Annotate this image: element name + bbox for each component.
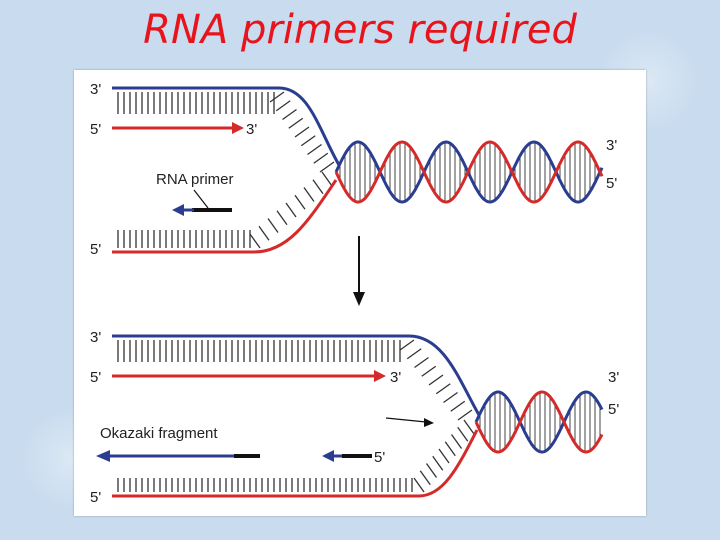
base-pair-rung: [258, 225, 270, 241]
bottom-3prime-right: 3': [608, 369, 619, 386]
base-pair-rung: [312, 179, 324, 195]
base-pair-rung: [321, 171, 333, 187]
fork-pointer-arrowhead: [424, 418, 434, 427]
base-pair-rung: [275, 100, 291, 112]
bottom-panel: [96, 334, 604, 498]
bottom-red-template-strand: [112, 429, 479, 498]
okazaki-arrowhead: [96, 450, 110, 462]
base-pair-rung: [413, 477, 425, 493]
top-3prime-left: 3': [90, 81, 101, 98]
base-pair-rung: [457, 426, 469, 442]
base-pair-rung: [288, 117, 304, 129]
top-template-rungs: [117, 91, 335, 249]
base-pair-rung: [319, 161, 335, 173]
top-panel: [112, 86, 604, 254]
helix-red-strand: [334, 140, 604, 204]
base-pair-rung: [444, 441, 456, 457]
fork-pointer-arrow: [385, 417, 427, 423]
new-fragment-arrowhead: [322, 450, 334, 462]
helix-red-strand: [474, 390, 604, 454]
bottom-3prime-left: 3': [90, 329, 101, 346]
base-pair-rung: [463, 419, 475, 435]
base-pair-rung: [421, 365, 437, 377]
base-pair-rung: [267, 218, 279, 233]
base-pair-rung: [438, 448, 450, 464]
bottom-5prime-left: 5': [90, 489, 101, 506]
bottom-5prime-right: 5': [608, 401, 619, 418]
base-pair-rung: [269, 91, 285, 103]
top-leading-arrowhead: [232, 122, 244, 134]
base-pair-rung: [428, 374, 444, 386]
base-pair-rung: [435, 383, 451, 395]
base-pair-rung: [419, 470, 431, 486]
base-pair-rung: [414, 356, 429, 369]
base-pair-rung: [276, 210, 288, 226]
base-pair-rung: [313, 152, 329, 164]
top-blue-template-strand: [112, 86, 341, 166]
okazaki-fragment-label: Okazaki fragment: [100, 425, 218, 442]
base-pair-rung: [249, 233, 261, 249]
base-pair-rung: [432, 455, 444, 471]
bottom-5prime-fragment: 5': [374, 449, 385, 466]
bottom-leading-arrowhead: [374, 370, 386, 382]
base-pair-rung: [457, 409, 473, 421]
slide-title: RNA primers required: [143, 7, 577, 53]
rna-primer-leader: [193, 189, 209, 209]
base-pair-rung: [443, 391, 458, 404]
base-pair-rung: [300, 135, 316, 147]
bottom-blue-template-strand: [112, 334, 481, 416]
base-pair-rung: [282, 108, 297, 121]
top-double-helix: [334, 140, 604, 204]
base-pair-rung: [307, 143, 322, 156]
top-lagging-arrowhead: [172, 204, 184, 216]
top-3prime-arrow: 3': [246, 121, 257, 138]
base-pair-rung: [399, 339, 415, 351]
base-pair-rung: [450, 400, 466, 412]
base-pair-rung: [285, 202, 297, 218]
top-5prime-right: 5': [606, 175, 617, 192]
base-pair-rung: [406, 348, 422, 360]
top-3prime-right: 3': [606, 137, 617, 154]
transition-arrowhead: [353, 292, 365, 306]
top-5prime-bottom: 5': [90, 241, 101, 258]
replication-fork-figure: 3' 5' 3' RNA primer 5' 3' 5' 3' 5' 3' 3'…: [74, 70, 646, 516]
base-pair-rung: [294, 194, 306, 210]
base-pair-rung: [294, 126, 310, 138]
top-red-template-strand: [112, 179, 338, 254]
base-pair-rung: [425, 463, 438, 478]
bottom-3prime-arrow: 3': [390, 369, 401, 386]
bottom-double-helix: [474, 390, 604, 454]
helix-blue-strand: [474, 390, 604, 454]
base-pair-rung: [303, 187, 315, 202]
bottom-5prime-mid: 5': [90, 369, 101, 386]
top-5prime-mid: 5': [90, 121, 101, 138]
bottom-template-rungs: [117, 339, 475, 493]
base-pair-rung: [450, 434, 463, 449]
rna-primer-label: RNA primer: [156, 171, 234, 188]
